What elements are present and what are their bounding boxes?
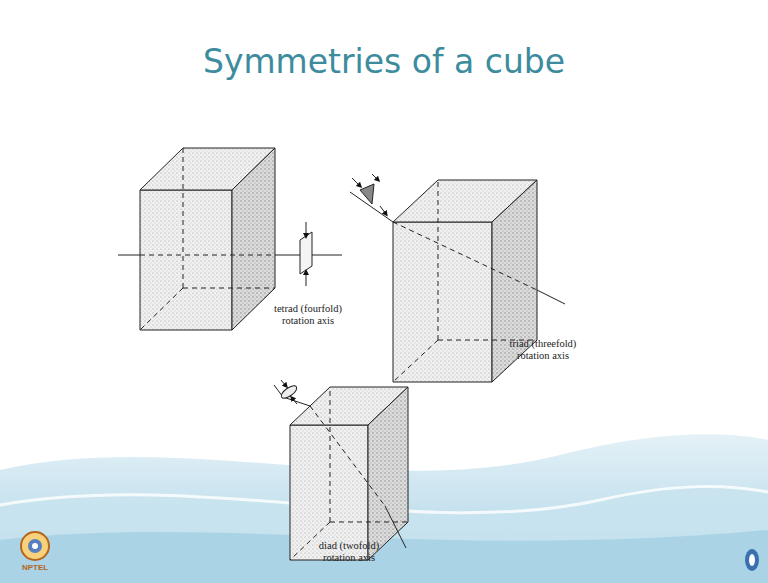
axis-label: diad (twofold) rotation axis [308, 540, 390, 564]
logo-text: NPTEL [12, 563, 58, 572]
institute-emblem [745, 549, 759, 571]
nptel-logo [21, 532, 49, 560]
axis-label: triad (threefold) rotation axis [496, 338, 590, 362]
slide-title: Symmetries of a cube [203, 42, 565, 81]
axis-label: tetrad (fourfold) rotation axis [262, 303, 354, 327]
